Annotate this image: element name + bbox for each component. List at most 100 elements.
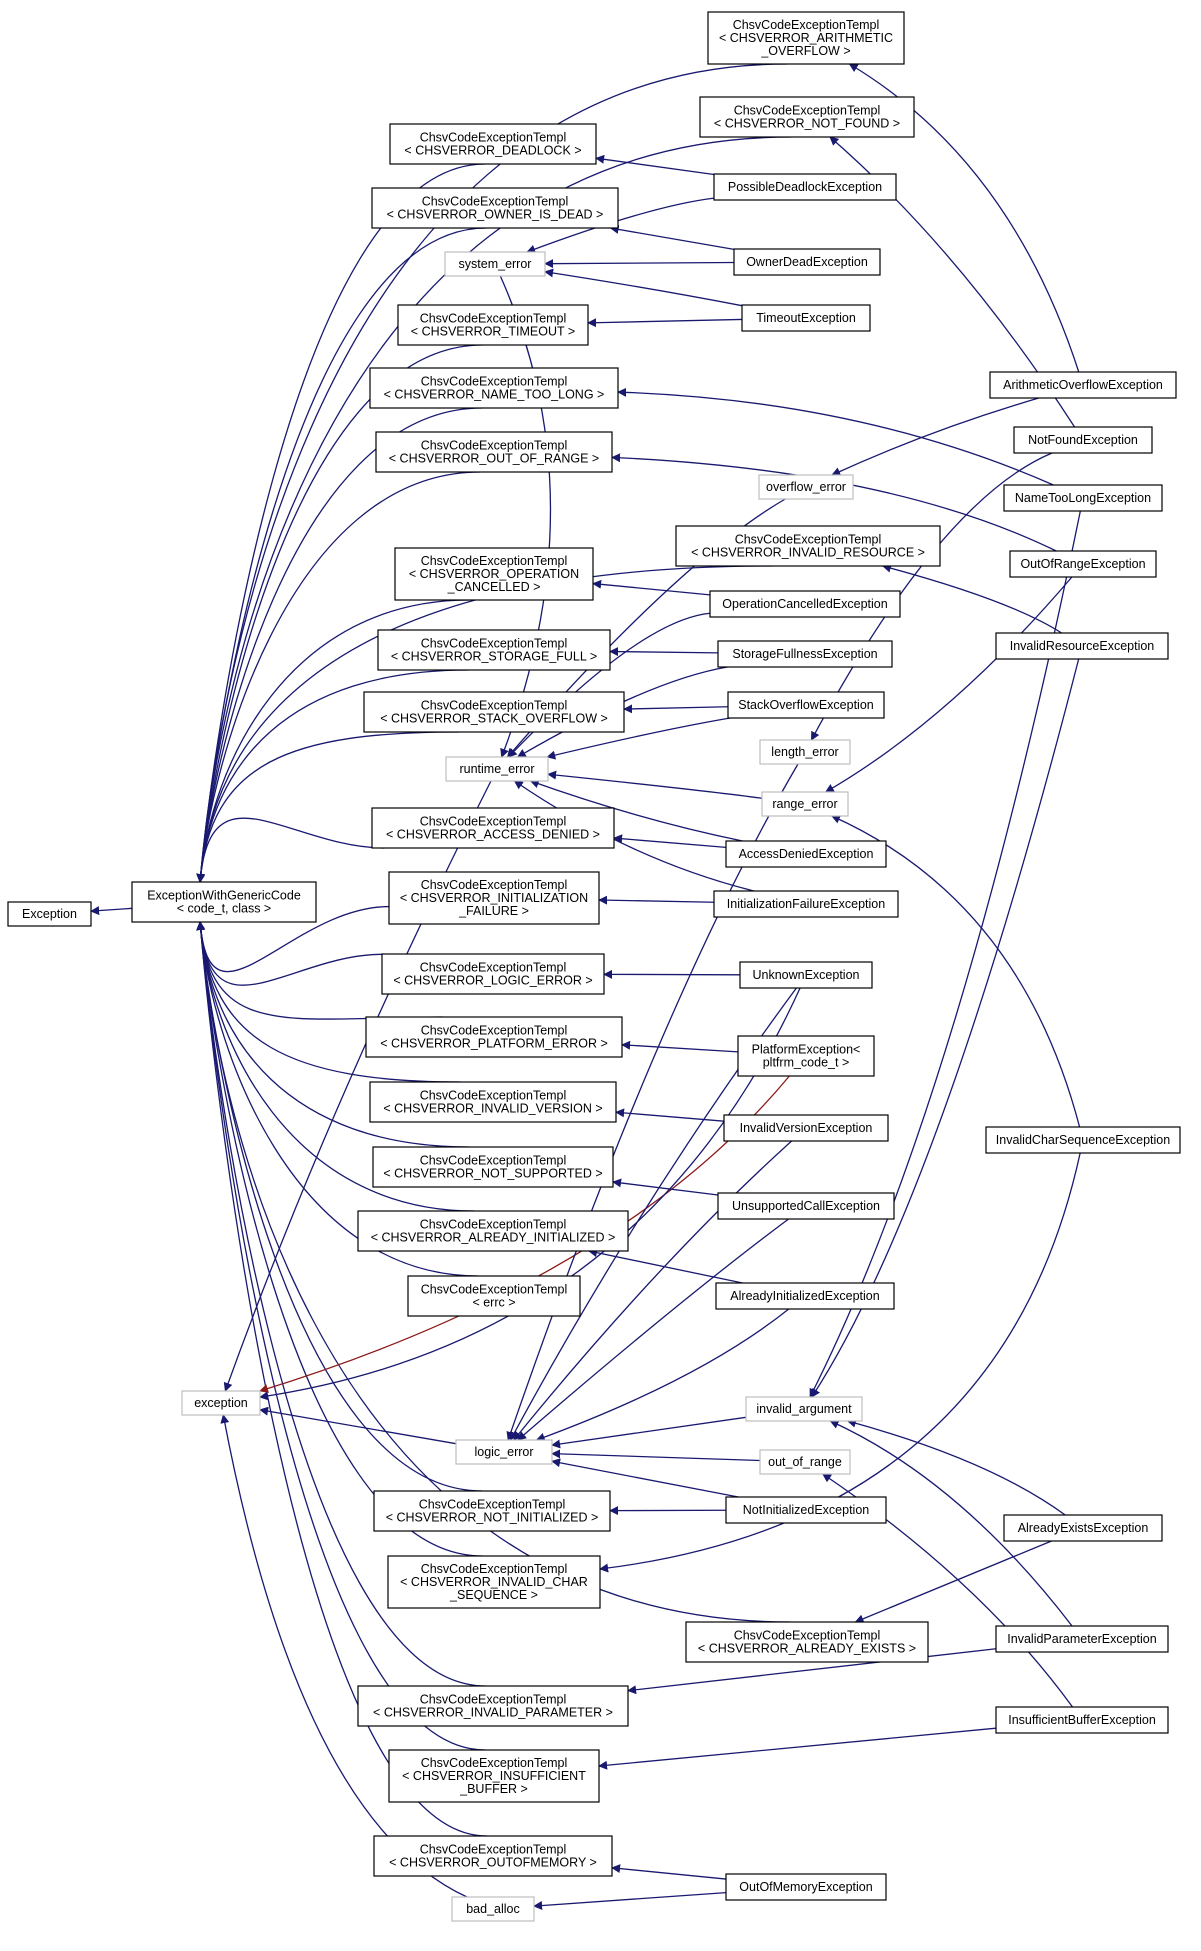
class-node-t-arith[interactable]: ChsvCodeExceptionTempl< CHSVERROR_ARITHM… [707,11,905,65]
class-node-UnsupportedCall[interactable]: UnsupportedCallException [717,1192,895,1220]
class-label-line: < CHSVERROR_ARITHMETIC [719,31,893,45]
class-node-OpCancelled[interactable]: OperationCancelledException [709,590,901,618]
edge-InitFailure-to-runtime_error [513,780,755,892]
class-node-t-stack[interactable]: ChsvCodeExceptionTempl< CHSVERROR_STACK_… [363,691,625,733]
class-node-t-outofrange[interactable]: ChsvCodeExceptionTempl< CHSVERROR_OUT_OF… [375,431,613,473]
class-node-t-timeout[interactable]: ChsvCodeExceptionTempl< CHSVERROR_TIMEOU… [397,304,589,346]
class-label-line: ChsvCodeExceptionTempl [421,637,568,651]
edge-ArithOverflow-to-overflow_error [831,397,1039,476]
class-label-line: < code_t, class > [177,902,272,916]
class-node-exception[interactable]: exception [181,1390,261,1416]
class-node-t-oom[interactable]: ChsvCodeExceptionTempl< CHSVERROR_OUTOFM… [373,1835,613,1877]
class-node-InvalidParam[interactable]: InvalidParameterException [995,1625,1169,1653]
class-node-t-platform[interactable]: ChsvCodeExceptionTempl< CHSVERROR_PLATFO… [365,1016,623,1058]
edge-InsuffBuffer-to-t_insuff [598,1727,997,1770]
class-label-line: < CHSVERROR_INVALID_VERSION > [383,1102,602,1116]
edge-t_errc-to-ewgc [196,921,479,1277]
class-node-t-errc[interactable]: ChsvCodeExceptionTempl< errc > [407,1275,581,1317]
class-label-line: out_of_range [768,1455,842,1469]
class-label-line: < CHSVERROR_NOT_FOUND > [714,117,900,131]
class-box [363,691,625,733]
class-label-line: < CHSVERROR_PLATFORM_ERROR > [380,1037,608,1051]
class-node-NotFound[interactable]: NotFoundException [1013,426,1153,454]
class-node-t-insuff[interactable]: ChsvCodeExceptionTempl< CHSVERROR_INSUFF… [388,1749,600,1803]
edge-range_error-to-runtime_error [547,770,763,799]
edge-OutOfRange-to-t_outofrange [611,453,1057,552]
class-node-Timeout[interactable]: TimeoutException [741,304,871,332]
class-node-logic-error[interactable]: logic_error [455,1439,553,1465]
edge-t_access-to-ewgc [196,817,385,883]
class-node-range-error[interactable]: range_error [761,791,849,817]
class-node-t-notinit[interactable]: ChsvCodeExceptionTempl< CHSVERROR_NOT_IN… [373,1490,611,1532]
class-node-InitFailure[interactable]: InitializationFailureException [713,890,899,918]
class-box [444,251,546,277]
edge-StorageFull-to-t_storage [609,647,719,657]
class-node-invalid-argument[interactable]: invalid_argument [745,1396,863,1422]
class-node-t-notfound[interactable]: ChsvCodeExceptionTempl< CHSVERROR_NOT_FO… [699,96,915,138]
class-label-line: ChsvCodeExceptionTempl [422,195,569,209]
class-box [759,1449,851,1475]
class-label-line: < CHSVERROR_ALREADY_EXISTS > [698,1642,916,1656]
class-node-StackOverflow[interactable]: StackOverflowException [727,691,885,719]
class-node-t-alrinit[interactable]: ChsvCodeExceptionTempl< CHSVERROR_ALREAD… [357,1210,629,1252]
class-node-PossibleDeadlock[interactable]: PossibleDeadlockException [713,173,897,201]
class-node-Unknown[interactable]: UnknownException [739,961,873,989]
class-node-ArithOverflow[interactable]: ArithmeticOverflowException [989,371,1177,399]
class-label-line: < CHSVERROR_INVALID_CHAR [400,1575,588,1589]
class-node-t-invchar[interactable]: ChsvCodeExceptionTempl< CHSVERROR_INVALI… [387,1555,601,1609]
edge-t_opcancel-to-ewgc [196,599,470,883]
class-node-t-init[interactable]: ChsvCodeExceptionTempl< CHSVERROR_INITIA… [388,871,600,925]
class-node-overflow-error[interactable]: overflow_error [758,474,854,500]
class-node-InvalidVersion[interactable]: InvalidVersionException [723,1114,889,1142]
class-node-t-invres[interactable]: ChsvCodeExceptionTempl< CHSVERROR_INVALI… [675,525,941,567]
class-node-t-nametoolong[interactable]: ChsvCodeExceptionTempl< CHSVERROR_NAME_T… [369,367,619,409]
class-label-line: pltfrm_code_t > [763,1056,850,1070]
class-node-InsuffBuffer[interactable]: InsufficientBufferException [995,1706,1169,1734]
class-node-InvalidCharSeq[interactable]: InvalidCharSequenceException [985,1126,1181,1154]
class-node-out-of-range[interactable]: out_of_range [759,1449,851,1475]
class-box [369,367,619,409]
class-node-NameTooLong[interactable]: NameTooLongException [1003,484,1163,512]
edge-t_storage-to-ewgc [196,669,469,883]
class-node-ewgc[interactable]: ExceptionWithGenericCode< code_t, class … [131,881,317,923]
class-node-length-error[interactable]: length_error [759,739,851,765]
class-node-AccessDenied[interactable]: AccessDeniedException [725,840,887,868]
class-node-t-notsupp[interactable]: ChsvCodeExceptionTempl< CHSVERROR_NOT_SU… [372,1146,614,1188]
class-box [388,1749,600,1803]
class-label-line: system_error [459,257,532,271]
class-node-Platform[interactable]: PlatformException<pltfrm_code_t > [737,1035,875,1077]
class-box [737,1035,875,1077]
class-node-AlreadyInit[interactable]: AlreadyInitializedException [715,1282,895,1310]
class-node-t-invparam[interactable]: ChsvCodeExceptionTempl< CHSVERROR_INVALI… [357,1685,629,1727]
edge-InvalidResource-to-invalid_argument [811,658,1080,1398]
class-node-OwnerDead[interactable]: OwnerDeadException [733,248,881,276]
class-label-line: ChsvCodeExceptionTempl [420,1843,567,1857]
class-node-t-invver[interactable]: ChsvCodeExceptionTempl< CHSVERROR_INVALI… [369,1081,617,1123]
class-node-t-logic[interactable]: ChsvCodeExceptionTempl< CHSVERROR_LOGIC_… [381,953,605,995]
class-node-t-deadlock[interactable]: ChsvCodeExceptionTempl< CHSVERROR_DEADLO… [389,123,597,165]
class-node-t-storage[interactable]: ChsvCodeExceptionTempl< CHSVERROR_STORAG… [377,629,611,671]
class-node-t-access[interactable]: ChsvCodeExceptionTempl< CHSVERROR_ACCESS… [371,807,615,849]
class-node-t-ownerdead[interactable]: ChsvCodeExceptionTempl< CHSVERROR_OWNER_… [371,187,619,229]
class-node-OutOfRange[interactable]: OutOfRangeException [1009,550,1157,578]
class-label-line: UnknownException [752,968,859,982]
class-label-line: < CHSVERROR_LOGIC_ERROR > [393,974,592,988]
class-box [745,1396,863,1422]
edge-t_ownerdead-to-ewgc [196,227,487,883]
class-node-StorageFull[interactable]: StorageFullnessException [717,640,893,668]
class-box [725,1873,887,1901]
edge-PossibleDeadlock-to-t_deadlock [595,154,715,176]
class-node-system-error[interactable]: system_error [444,251,546,277]
class-node-t-opcancel[interactable]: ChsvCodeExceptionTempl< CHSVERROR_OPERAT… [394,547,594,601]
class-node-AlreadyExists[interactable]: AlreadyExistsException [1003,1514,1163,1542]
class-node-exc[interactable]: Exception [7,901,92,927]
class-node-InvalidResource[interactable]: InvalidResourceException [995,632,1169,660]
class-node-t-alrexists[interactable]: ChsvCodeExceptionTempl< CHSVERROR_ALREAD… [685,1621,929,1663]
class-node-bad-alloc[interactable]: bad_alloc [451,1896,535,1922]
class-box [377,629,611,671]
class-node-runtime-error[interactable]: runtime_error [445,756,549,782]
class-node-OutOfMemory[interactable]: OutOfMemoryException [725,1873,887,1901]
class-label-line: < errc > [472,1296,515,1310]
class-node-NotInit[interactable]: NotInitializedException [725,1496,887,1524]
